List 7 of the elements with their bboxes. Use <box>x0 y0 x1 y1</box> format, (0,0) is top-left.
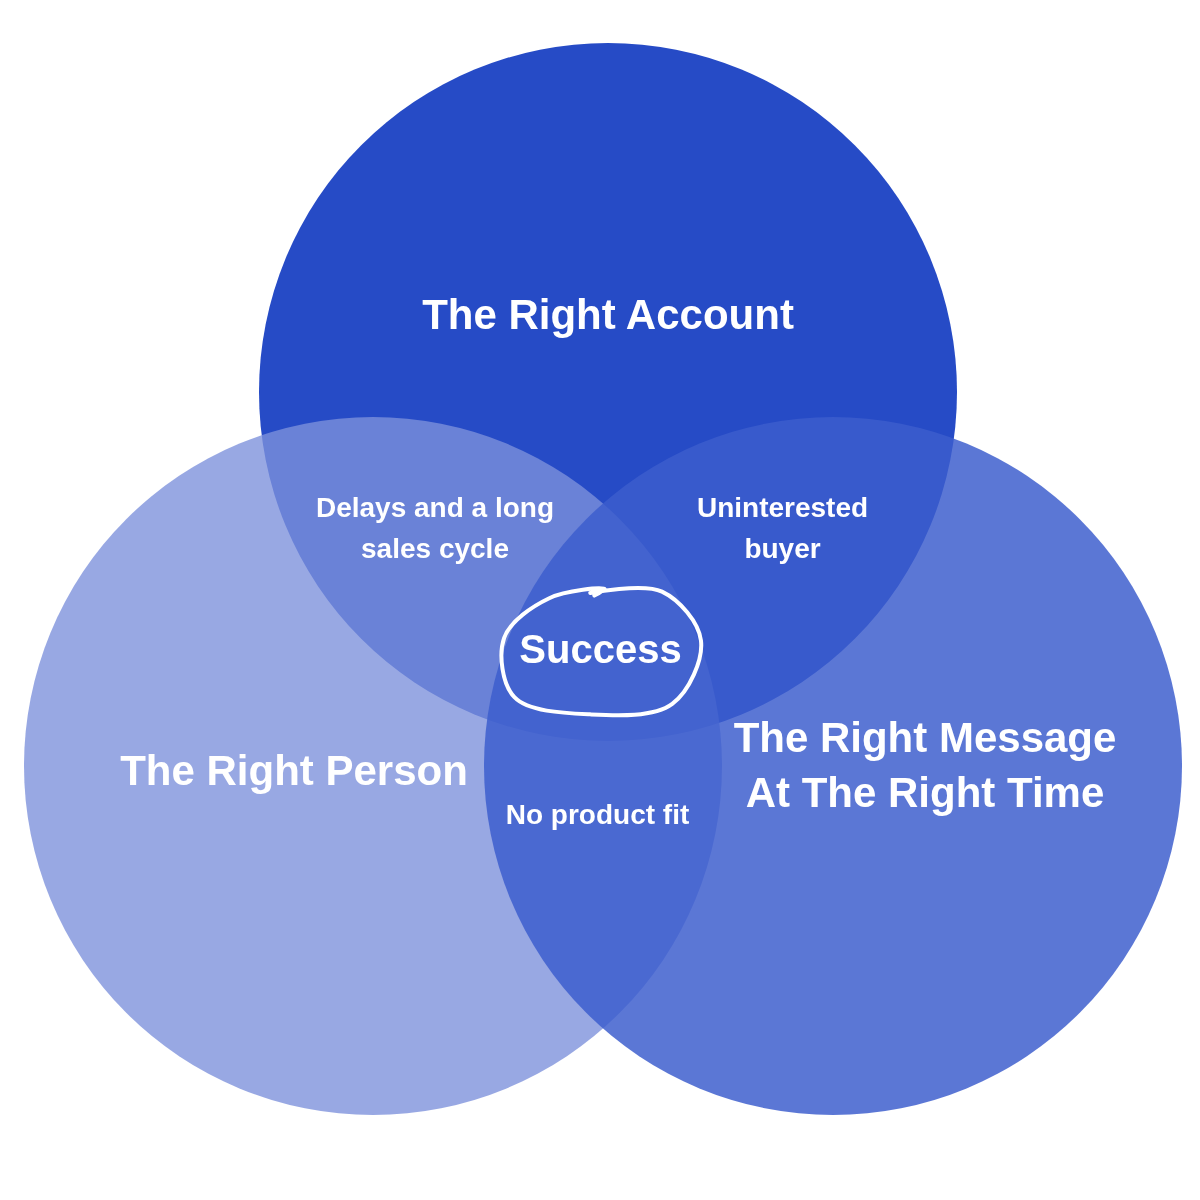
circle-title: The Right Account <box>421 290 795 340</box>
overlap-label: Delays and a long sales cycle <box>314 491 556 566</box>
circle-title: The Right Message At The Right Time <box>732 713 1118 818</box>
overlap-label: Uninterested buyer <box>695 491 870 566</box>
circle-title: The Right Person <box>119 746 469 796</box>
center-label: Success <box>518 626 683 673</box>
overlap-label: No product fit <box>504 798 691 832</box>
